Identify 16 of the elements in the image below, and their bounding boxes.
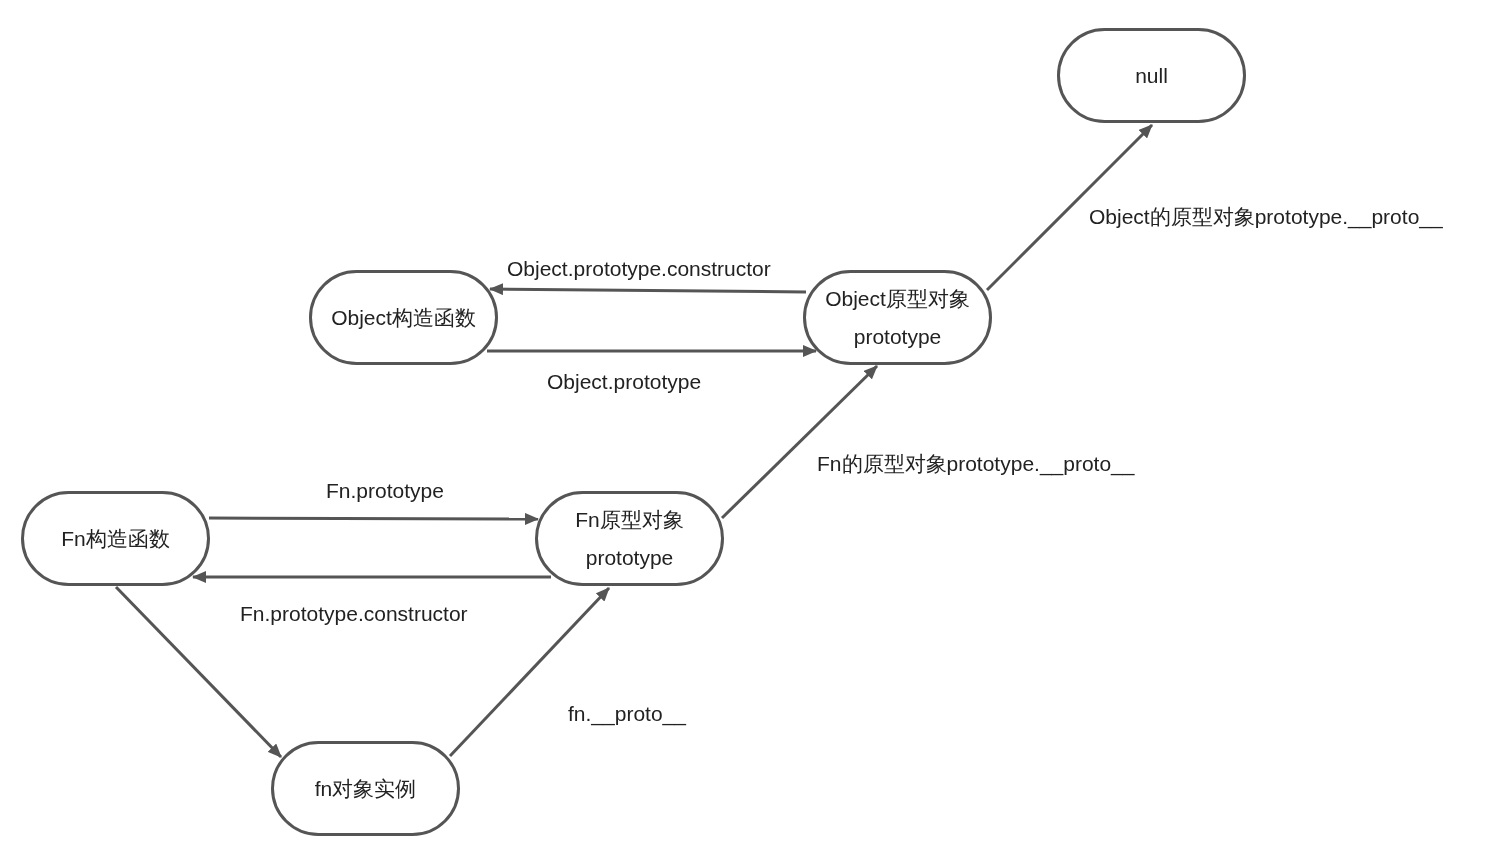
arrow <box>487 345 817 357</box>
rounded-box: Fn构造函数 <box>21 491 210 586</box>
arrow <box>192 571 551 583</box>
edge-label: Fn的原型对象prototype.__proto__ <box>815 451 1137 477</box>
rounded-box: fn对象实例 <box>271 741 460 836</box>
rounded-box: null <box>1057 28 1246 123</box>
arrow <box>114 585 283 759</box>
arrow <box>985 123 1154 292</box>
rounded-box: Object构造函数 <box>309 270 498 365</box>
rounded-box: Fn原型对象 prototype <box>535 491 724 586</box>
arrow <box>448 586 611 758</box>
arrow <box>209 512 539 525</box>
rounded-box: Object原型对象 prototype <box>803 270 992 365</box>
edge-label: Object的原型对象prototype.__proto__ <box>1087 204 1445 230</box>
arrow <box>720 364 879 520</box>
arrow <box>489 283 806 296</box>
